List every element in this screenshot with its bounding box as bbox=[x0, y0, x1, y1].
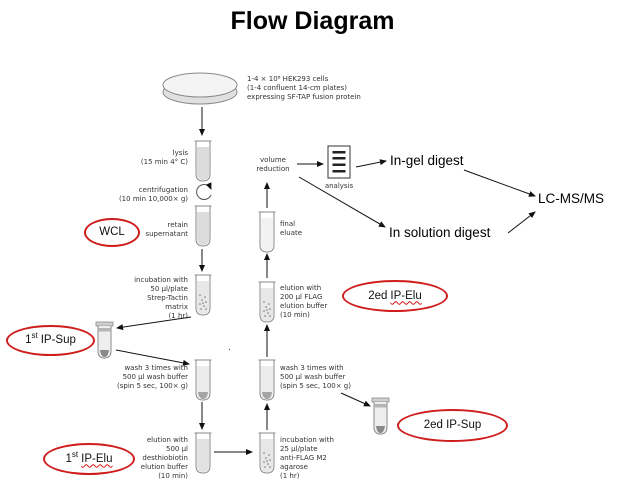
label-text: IP-Sup bbox=[40, 334, 76, 346]
retain-supernatant-label: retain supernatant bbox=[145, 221, 188, 238]
wash-left-label: wash 3 times with 500 µl wash buffer (sp… bbox=[117, 364, 188, 390]
wash-mid-label: wash 3 times with 500 µl wash buffer (sp… bbox=[280, 364, 351, 390]
in-solution-digest-label: In solution digest bbox=[389, 225, 491, 240]
desthiobiotin-elution-tube-icon bbox=[194, 432, 212, 474]
analysis-label: analysis bbox=[324, 182, 354, 190]
wash-mid-tube-icon bbox=[258, 359, 276, 401]
ip-sup-2-oval: 2ed IP-Sup bbox=[397, 409, 508, 442]
strep-tactin-incubation-tube-icon bbox=[194, 274, 212, 316]
ordinal-suffix: st bbox=[71, 449, 79, 459]
final-eluate-tube-icon bbox=[258, 211, 276, 253]
wcl-label: WCL bbox=[99, 226, 125, 238]
centrifugation-step-label: centrifugation (10 min 10,000× g) bbox=[118, 186, 188, 203]
flag-elution-tube-icon bbox=[258, 281, 276, 323]
in-gel-digest-label: In-gel digest bbox=[390, 153, 464, 168]
ip-sup-2-label: 2ed IP-Sup bbox=[423, 419, 482, 431]
volume-reduction-label: volume reduction bbox=[256, 156, 290, 173]
ordinal-suffix: st bbox=[31, 331, 38, 341]
flow-arrows bbox=[115, 107, 536, 455]
elution-left-label: elution with 500 µl desthiobiotin elutio… bbox=[140, 436, 188, 480]
gel-icon bbox=[327, 145, 351, 179]
ordinal-number: 1 bbox=[25, 334, 32, 346]
strep-incubation-label: incubation with 50 µl/plate Strep-Tactin… bbox=[134, 276, 188, 320]
label-prefix: 2ed bbox=[368, 289, 388, 302]
retain-supernatant-tube-icon bbox=[194, 205, 212, 247]
label-text: IP-Elu bbox=[81, 452, 113, 465]
lcms-label: LC-MS/MS bbox=[538, 191, 605, 206]
ip-sup-2-tube-icon bbox=[371, 397, 390, 435]
ordinal-number: 1 bbox=[65, 452, 72, 465]
lysis-tube-icon bbox=[194, 140, 212, 182]
label-text: IP-Elu bbox=[390, 289, 422, 302]
cells-label: 1-4 × 10⁸ HEK293 cells (1-4 confluent 14… bbox=[247, 75, 361, 101]
wcl-oval: WCL bbox=[84, 218, 140, 247]
flag-incubation-label: incubation with 25 µl/plate anti-FLAG M2… bbox=[280, 436, 334, 480]
stray-dot: . bbox=[228, 343, 231, 353]
anti-flag-incubation-tube-icon bbox=[258, 432, 276, 474]
centrifuge-icon bbox=[196, 182, 212, 200]
page-title: Flow Diagram bbox=[230, 7, 395, 35]
ip-sup-1-tube-icon bbox=[95, 321, 114, 359]
lysis-step-label: lysis (15 min 4° C) bbox=[140, 149, 188, 166]
wash-left-tube-icon bbox=[194, 359, 212, 401]
flag-elution-label: elution with 200 µl FLAG elution buffer … bbox=[280, 284, 328, 319]
petri-dish-icon bbox=[162, 72, 238, 105]
final-eluate-label: final eluate bbox=[280, 220, 303, 237]
